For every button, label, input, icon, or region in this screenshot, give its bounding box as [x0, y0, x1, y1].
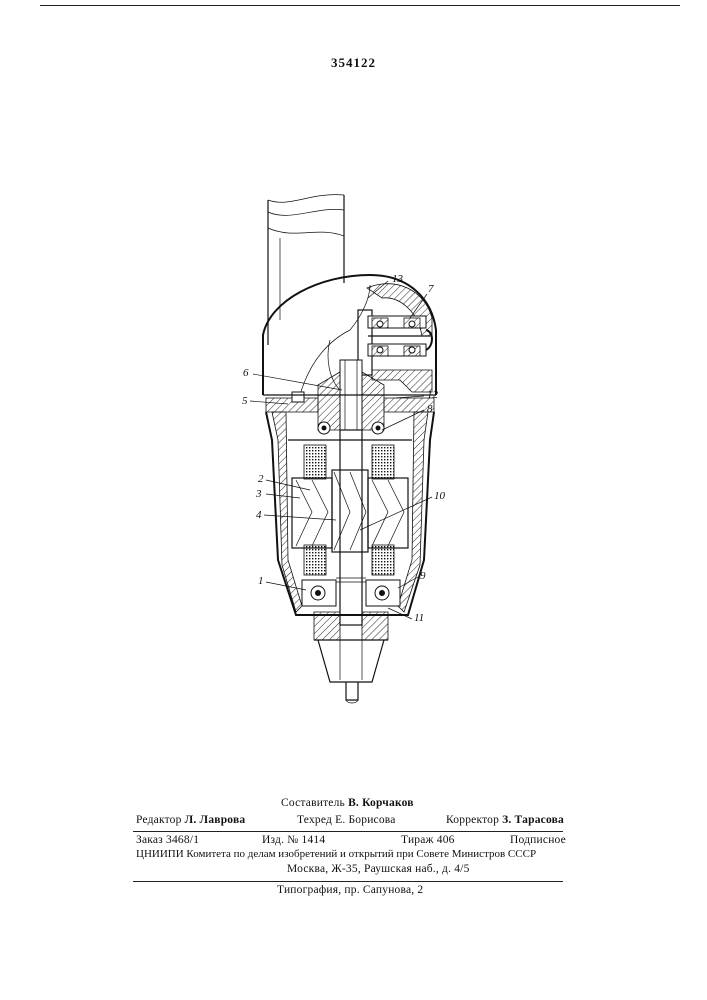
- compiler-line: Составитель В. Корчаков: [281, 797, 414, 809]
- corrector-label: Корректор: [446, 814, 499, 826]
- label-5: 5: [242, 395, 248, 407]
- editor-label: Редактор: [136, 814, 182, 826]
- address-line: Москва, Ж-35, Раушская наб., д. 4/5: [287, 863, 470, 875]
- handle: [268, 195, 344, 345]
- subscription-note: Подписное: [510, 834, 566, 846]
- printer-separator: [133, 881, 563, 882]
- institute-line: ЦНИИПИ Комитета по делам изобретений и о…: [136, 848, 536, 860]
- leader-lines: [250, 281, 432, 619]
- compiler-name: В. Корчаков: [348, 797, 414, 809]
- order-number: Заказ 3468/1: [136, 834, 199, 846]
- printer-line: Типография, пр. Сапунова, 2: [277, 884, 423, 896]
- issue-number: Изд. № 1414: [262, 834, 325, 846]
- label-8: 8: [427, 403, 433, 415]
- editor-name: Л. Лаврова: [185, 814, 246, 826]
- compiler-label: Составитель: [281, 797, 345, 809]
- label-7: 7: [428, 283, 434, 295]
- label-9: 9: [420, 570, 426, 582]
- label-6: 6: [243, 367, 249, 379]
- print-run: Тираж 406: [401, 834, 455, 846]
- motor-housing: [266, 412, 434, 625]
- editor-line: Редактор Л. Лаврова: [136, 814, 245, 826]
- label-1: 1: [258, 575, 264, 587]
- techred-name: Е. Борисова: [335, 814, 395, 826]
- label-2: 2: [258, 473, 264, 485]
- label-13: 13: [392, 273, 404, 285]
- corrector-name: З. Тарасова: [502, 814, 564, 826]
- label-4: 4: [256, 509, 262, 521]
- techred-label: Техред: [297, 814, 332, 826]
- spindle-nose: [314, 612, 388, 703]
- label-3: 3: [255, 488, 262, 500]
- techred-line: Техред Е. Борисова: [297, 814, 396, 826]
- imprint-separator: [133, 831, 563, 832]
- corrector-line: Корректор З. Тарасова: [446, 814, 564, 826]
- label-10: 10: [434, 490, 446, 502]
- label-11: 11: [414, 612, 424, 624]
- label-12: 12: [427, 389, 439, 401]
